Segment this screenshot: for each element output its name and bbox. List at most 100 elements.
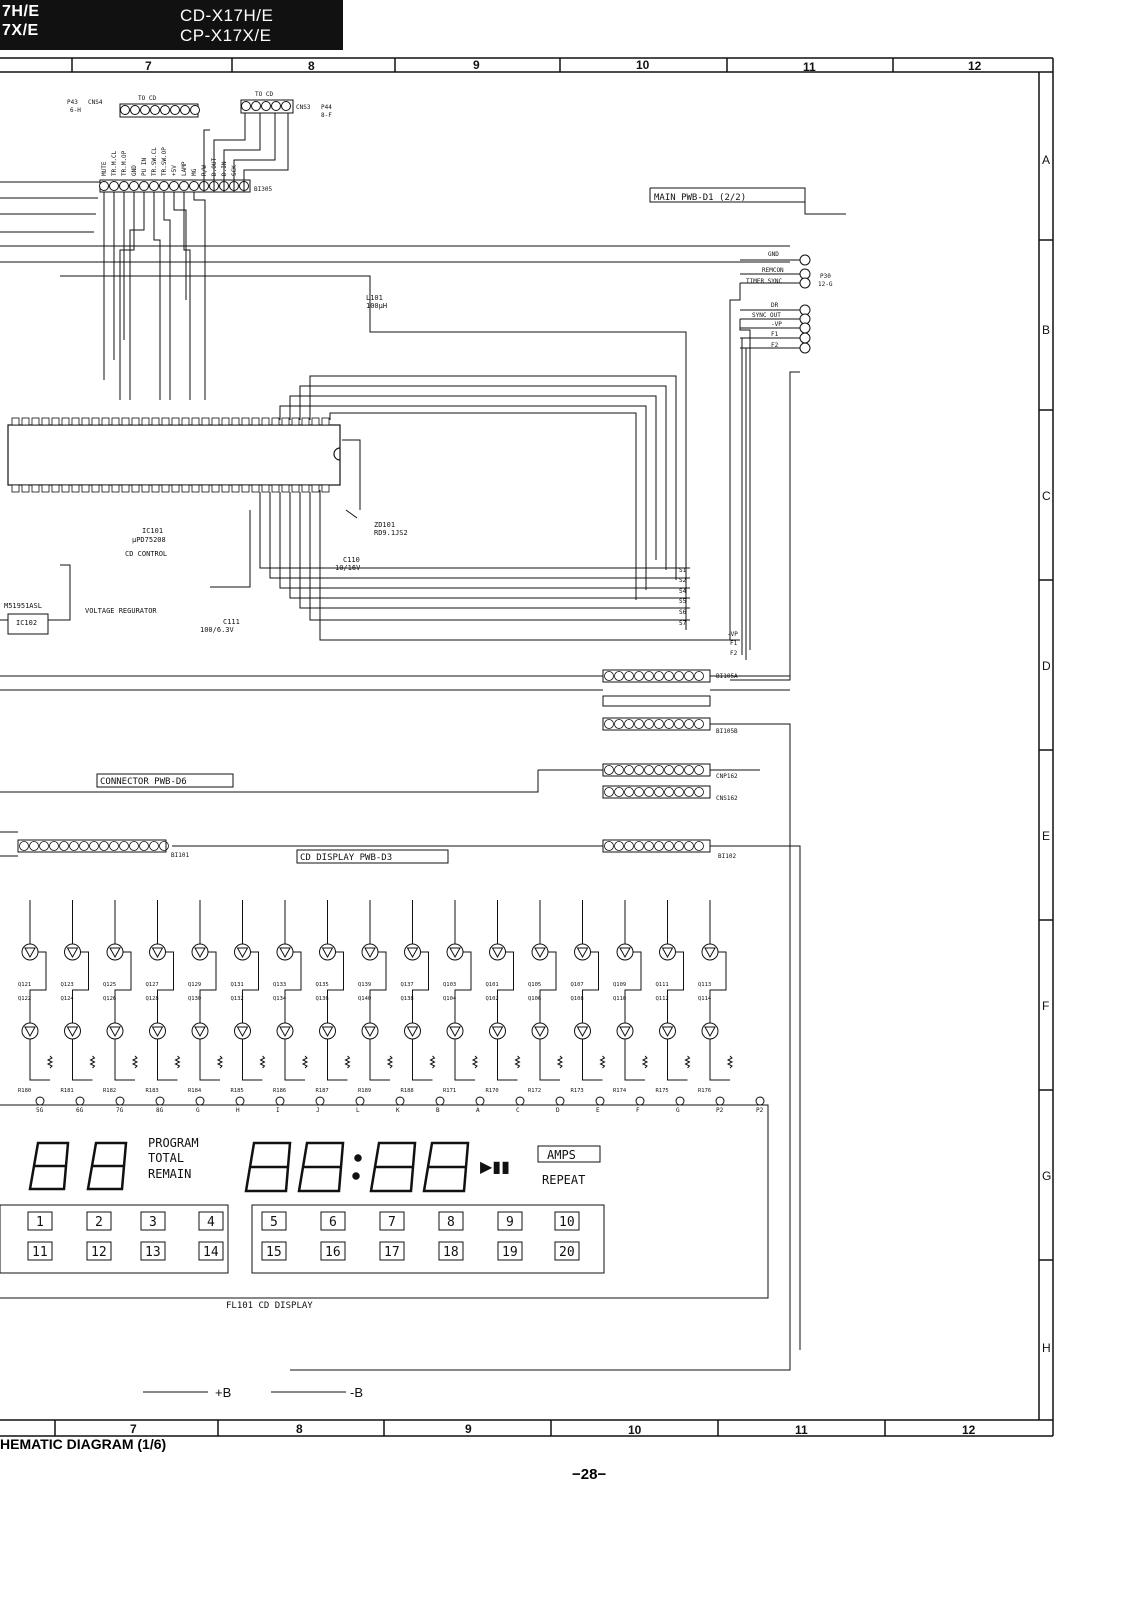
ic-pin xyxy=(71,417,80,426)
cns4-pin-label: TR.SW.OP xyxy=(161,147,168,176)
to-cd-label-2: TO CD xyxy=(255,91,273,98)
connector-pin xyxy=(169,181,179,191)
number-segment: 2 xyxy=(95,1215,103,1230)
wire xyxy=(72,951,89,1023)
resistor-symbol xyxy=(344,1055,351,1069)
ic-pin xyxy=(221,417,230,426)
cns4-pin-label: TR.SW.CL xyxy=(151,147,158,176)
ic-pin xyxy=(81,484,90,493)
col-label-top: 11 xyxy=(803,60,816,74)
transistor-arrow xyxy=(24,947,36,959)
ic-pin xyxy=(241,484,250,493)
p30-ref: 12-G xyxy=(818,281,833,288)
transistor-arrow xyxy=(364,1026,376,1038)
transistor-label: Q101 xyxy=(486,982,499,988)
ic-pin xyxy=(121,484,130,493)
transistor-arrow xyxy=(236,1026,249,1038)
zd101-part: RD9.1JS2 xyxy=(374,529,408,537)
number-segment-box xyxy=(86,1211,112,1231)
connector-pin xyxy=(149,181,159,191)
transistor-label: Q138 xyxy=(401,996,414,1002)
transistor-label: Q106 xyxy=(528,996,541,1002)
bi305-label: BI305 xyxy=(254,186,272,193)
connector-pin xyxy=(89,841,99,851)
grid-terminal xyxy=(435,1096,445,1106)
ic-pin xyxy=(311,417,320,426)
ic-pin xyxy=(171,484,180,493)
connector-pin xyxy=(674,671,684,681)
transistor-label: Q140 xyxy=(358,996,371,1002)
resistor-label: R186 xyxy=(273,1088,286,1094)
wire xyxy=(157,951,174,1023)
number-segment-box xyxy=(140,1211,166,1231)
transistor-arrow xyxy=(151,1026,164,1038)
connector-pin xyxy=(99,181,109,191)
ic102-label: IC102 xyxy=(16,619,37,627)
connector-pin xyxy=(634,787,644,797)
cns3-label: CNS3 xyxy=(296,104,311,111)
connector-pin xyxy=(654,719,664,729)
connector-pin xyxy=(664,765,674,775)
resistor-symbol xyxy=(684,1055,691,1069)
transistor-label: Q126 xyxy=(103,996,116,1002)
resistor-label: R171 xyxy=(443,1088,456,1094)
transistor-label: Q114 xyxy=(698,996,712,1002)
transistor-label: Q121 xyxy=(18,982,31,988)
transistor-arrow xyxy=(619,947,631,959)
number-segment: 4 xyxy=(207,1215,215,1230)
connector-pin xyxy=(170,105,180,115)
resistor-label: R185 xyxy=(231,1088,244,1094)
c110-label: C110 xyxy=(343,556,360,564)
connector-pin xyxy=(59,841,69,851)
grid-terminal xyxy=(755,1096,765,1106)
connector-pin xyxy=(684,841,694,851)
grid-label: B xyxy=(436,1107,440,1114)
ic-pin xyxy=(171,417,180,426)
ic-pin xyxy=(51,417,60,426)
connector-pin xyxy=(79,841,89,851)
connector-pin xyxy=(634,841,644,851)
transistor-label: Q127 xyxy=(146,982,159,988)
connector-pin xyxy=(624,841,634,851)
main-pwb-label: MAIN PWB-D1 (2/2) xyxy=(654,193,746,203)
transistor-label: Q136 xyxy=(316,996,329,1002)
connector-pin xyxy=(674,787,684,797)
ic-pin xyxy=(141,484,150,493)
wire xyxy=(242,951,259,1023)
connector-pin xyxy=(189,181,199,191)
ic-pin xyxy=(311,484,320,493)
grid-label: 5G xyxy=(36,1107,44,1114)
ic101-function: CD CONTROL xyxy=(125,550,167,558)
c111-value: 100/6.3V xyxy=(200,626,235,634)
col-label-bottom: 9 xyxy=(465,1422,472,1436)
number-segment-box xyxy=(86,1241,112,1261)
ic-pin xyxy=(11,484,20,493)
grid-terminal xyxy=(475,1096,485,1106)
connector-pin xyxy=(674,765,684,775)
transistor-arrow xyxy=(194,947,206,959)
connector-pin xyxy=(251,101,261,111)
wire xyxy=(497,1039,518,1081)
seven-seg-digit xyxy=(86,1141,128,1191)
connector-pin xyxy=(149,841,159,851)
transistor-arrow xyxy=(704,1026,716,1038)
number-segment: 15 xyxy=(266,1245,282,1260)
ic-pin xyxy=(31,484,40,493)
seven-seg-digit xyxy=(28,1141,70,1191)
connector-pin xyxy=(614,787,624,797)
connector-pin xyxy=(624,787,634,797)
s-line: S5 xyxy=(679,598,687,605)
connector-pin xyxy=(160,105,170,115)
seven-seg-digit xyxy=(297,1141,345,1193)
grid-label: C xyxy=(516,1107,520,1114)
connector-pin xyxy=(644,841,654,851)
ic-pin xyxy=(281,417,290,426)
signal-f1: F1 xyxy=(771,331,779,338)
ic-pin xyxy=(301,484,310,493)
grid-terminal xyxy=(635,1096,645,1106)
ic-pin xyxy=(271,484,280,493)
ic-pin xyxy=(151,484,160,493)
display-amps: AMPS xyxy=(547,1148,576,1162)
connector-pin xyxy=(604,765,614,775)
grid-terminal xyxy=(235,1096,245,1106)
